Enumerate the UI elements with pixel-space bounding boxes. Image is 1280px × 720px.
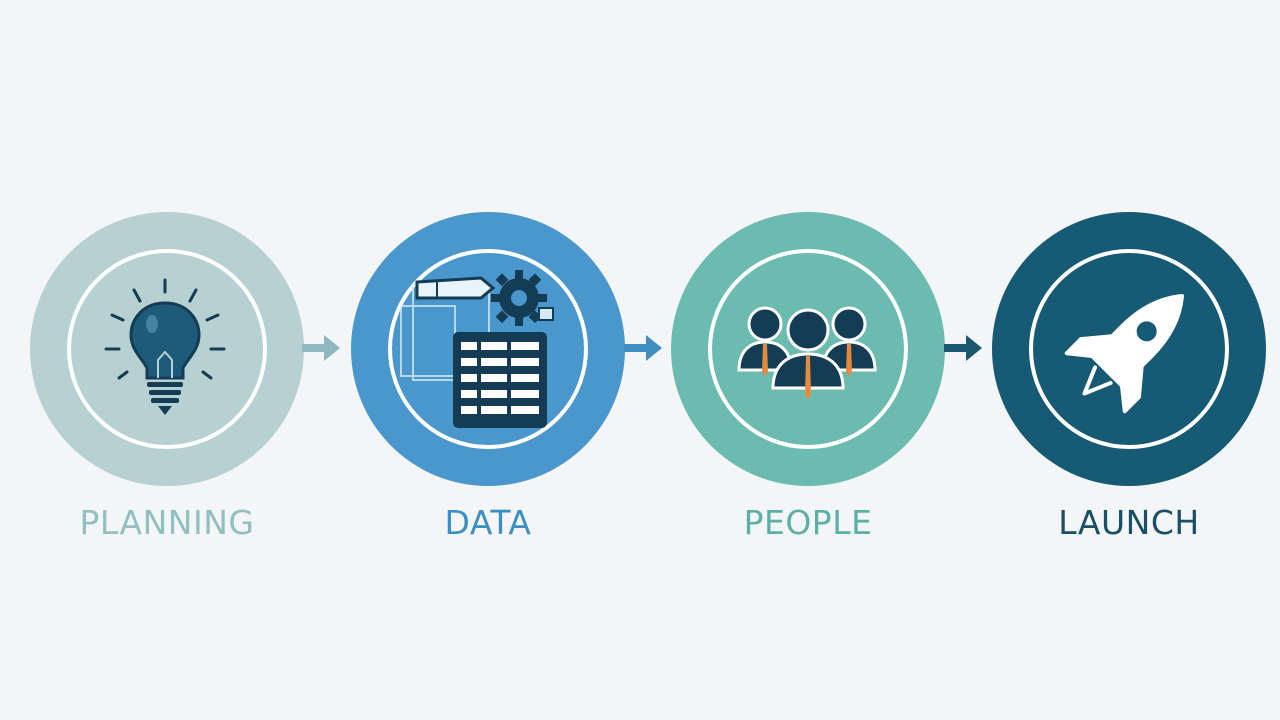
step-label-planning: PLANNING	[79, 503, 255, 542]
arrow-right-icon	[944, 335, 982, 361]
data-circle	[351, 212, 625, 486]
rocket-icon	[1064, 293, 1185, 414]
step-planning	[30, 212, 304, 486]
people-circle	[671, 212, 945, 486]
lightbulb-icon	[104, 278, 226, 415]
step-launch	[992, 212, 1266, 486]
step-label-people: PEOPLE	[743, 503, 873, 542]
planning-circle	[30, 212, 304, 486]
team-icon	[737, 306, 877, 400]
arrow-right-icon	[302, 335, 340, 361]
launch-circle	[992, 212, 1266, 486]
arrow-right-icon	[624, 335, 662, 361]
step-data	[351, 212, 625, 486]
step-label-launch: LAUNCH	[1058, 503, 1200, 542]
step-label-data: DATA	[444, 503, 532, 542]
step-people	[671, 212, 945, 486]
